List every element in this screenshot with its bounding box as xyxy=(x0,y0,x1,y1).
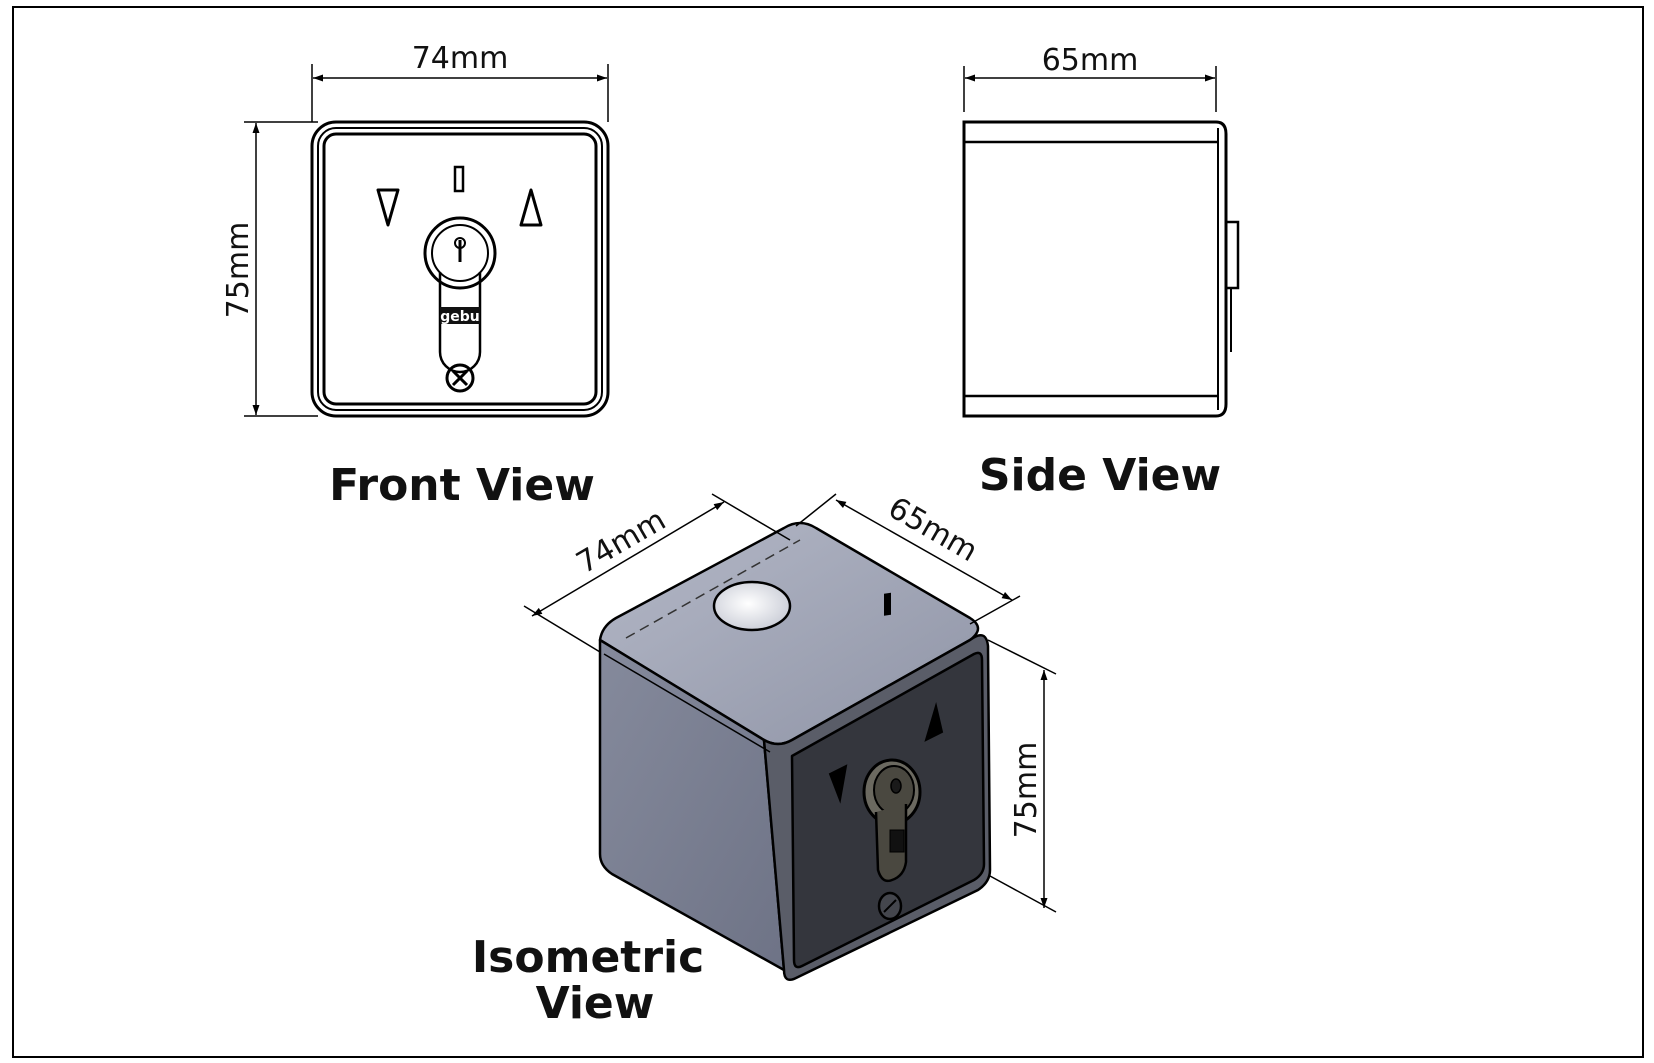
iso-height-label: 75mm xyxy=(1009,742,1044,839)
side-housing-outline xyxy=(962,120,1228,418)
iso-up-arrow-icon xyxy=(924,702,944,742)
side-depth-label: 65mm xyxy=(1042,43,1139,78)
front-key-cylinder-outer xyxy=(423,216,497,290)
front-width-label: 74mm xyxy=(412,41,509,76)
iso-down-arrow-icon xyxy=(828,764,848,804)
front-down-arrow-icon xyxy=(376,188,400,227)
side-view-title: Side View xyxy=(979,450,1221,501)
iso-width-extension-right xyxy=(711,493,791,541)
front-screw-icon xyxy=(445,363,475,393)
iso-depth-extension-right xyxy=(969,595,1021,625)
iso-position-mark-icon xyxy=(884,592,891,616)
front-height-label: 75mm xyxy=(221,222,256,319)
iso-screw-cross xyxy=(883,899,897,913)
iso-height-extension-bottom xyxy=(989,875,1057,913)
iso-top-hole xyxy=(712,580,792,632)
front-brand-plate xyxy=(440,307,480,324)
front-view: 74mm 75mm gebu Front View xyxy=(221,41,610,511)
front-key-cylinder-body xyxy=(438,272,482,374)
side-view: 65mm Side View xyxy=(962,43,1240,501)
iso-width-dimension-line xyxy=(531,501,725,617)
front-key-cylinder-inner xyxy=(431,224,489,282)
front-position-mark-icon xyxy=(453,165,465,193)
iso-width-extension-left xyxy=(523,605,601,653)
iso-depth-dimension-line xyxy=(835,499,1013,601)
iso-top-bevel-left xyxy=(603,653,771,753)
front-faceplate xyxy=(322,132,598,406)
front-screw-cross-b xyxy=(451,369,469,387)
front-housing-rim xyxy=(317,127,603,411)
iso-height-extension-top xyxy=(987,639,1057,675)
iso-brand-plate xyxy=(889,829,905,853)
side-key-cylinder-protrusion xyxy=(1224,220,1240,290)
iso-depth-extension-left xyxy=(795,493,837,527)
isometric-view: 74mm 65mm 75mm Isometric View xyxy=(472,490,1057,1029)
front-keyhole-top xyxy=(454,237,466,249)
front-view-title: Front View xyxy=(329,460,595,511)
front-housing-outer xyxy=(310,120,610,418)
iso-view-title-line1: Isometric xyxy=(472,932,704,983)
iso-depth-label: 65mm xyxy=(882,490,983,569)
front-brand-mark: gebu xyxy=(440,309,480,325)
iso-keyhole-icon xyxy=(890,778,902,794)
front-up-arrow-icon xyxy=(519,188,543,227)
iso-view-title-line2: View xyxy=(536,978,655,1029)
iso-left-face xyxy=(598,638,786,972)
drawing-frame xyxy=(12,6,1644,1058)
